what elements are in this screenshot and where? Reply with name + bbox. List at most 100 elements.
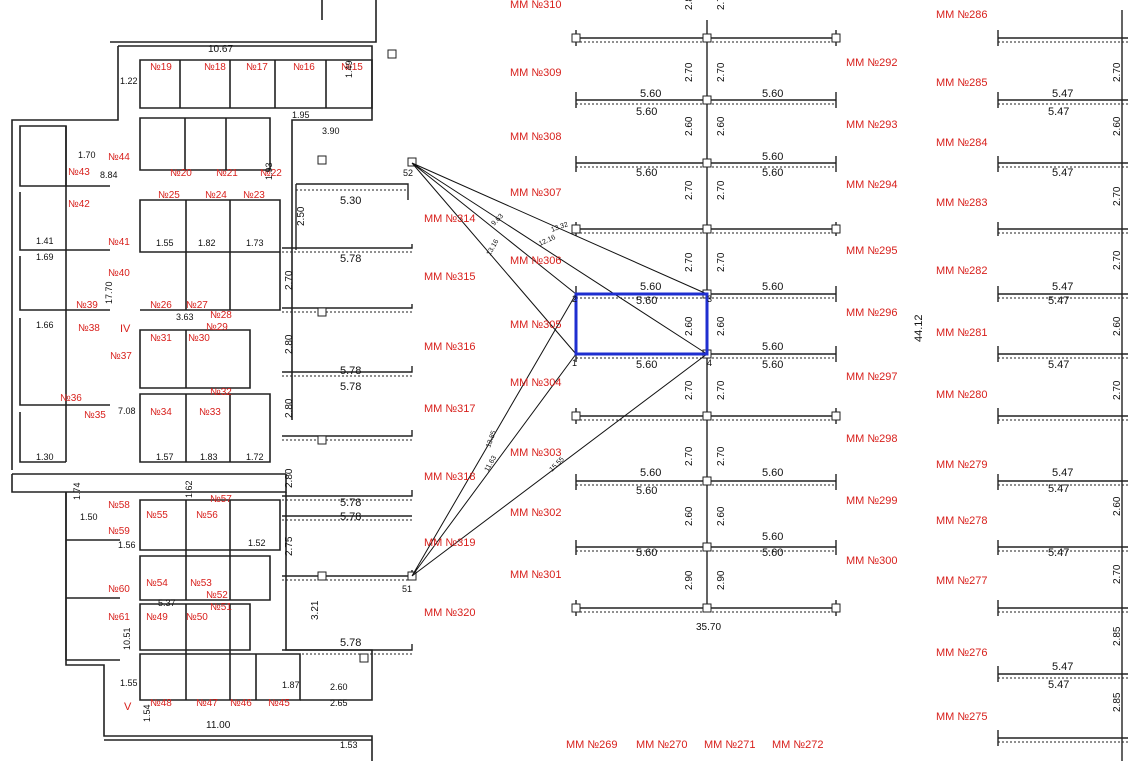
room-label: №29 <box>206 322 228 333</box>
room-label: №60 <box>108 584 130 595</box>
parking-label: ММ №317 <box>424 403 476 415</box>
corner-label: 4 <box>707 358 712 368</box>
dim-label: 5.37 <box>158 598 176 608</box>
dim-label: 1.74 <box>72 482 82 500</box>
dim-label: 2.90 <box>716 570 727 590</box>
room-label: №27 <box>186 300 208 311</box>
room-label: №44 <box>108 152 130 163</box>
room-label: №26 <box>150 300 172 311</box>
room-label: №16 <box>293 62 315 73</box>
dim-label: 5.60 <box>762 547 783 559</box>
room-label: №55 <box>146 510 168 521</box>
dim-label: 1.69 <box>36 252 54 262</box>
room-label: №28 <box>210 310 232 321</box>
dim-label: 5.60 <box>636 359 657 371</box>
dim-label: 2.80 <box>284 334 295 354</box>
dim-label: 1.72 <box>246 452 264 462</box>
dim-label: 5.47 <box>1048 483 1069 495</box>
room-label: №41 <box>108 237 130 248</box>
room-label: №42 <box>68 199 90 210</box>
parking-label: ММ №269 <box>566 739 618 751</box>
corner-label: 1 <box>572 358 577 368</box>
dim-label: 2.60 <box>716 116 727 136</box>
room-label: №24 <box>205 190 227 201</box>
dim-label: 7.08 <box>118 406 136 416</box>
dim-label: 2.70 <box>1112 186 1123 206</box>
room-label: №43 <box>68 167 90 178</box>
dim-label: 17.70 <box>104 281 114 304</box>
parking-label: ММ №276 <box>936 647 988 659</box>
parking-label: ММ №285 <box>936 77 988 89</box>
room-label: №49 <box>146 612 168 623</box>
dim-label: 1.54 <box>142 704 152 722</box>
room-label: №57 <box>210 494 232 505</box>
section-label-v: V <box>124 701 132 713</box>
dim-label: 5.78 <box>340 365 361 377</box>
ray-label: 13.85 <box>485 430 498 449</box>
room-label: №34 <box>150 407 172 418</box>
dim-label: 2.60 <box>1112 496 1123 516</box>
room-label: №37 <box>110 351 132 362</box>
room-label: №40 <box>108 268 130 279</box>
parking-label: ММ №295 <box>846 245 898 257</box>
dim-label: 5.78 <box>340 637 361 649</box>
dim-label: 3.63 <box>176 312 194 322</box>
parking-label: ММ №315 <box>424 271 476 283</box>
dim-label: 3.21 <box>310 600 321 620</box>
dim-label: 2.60 <box>330 682 348 692</box>
ray-label: 13.16 <box>486 238 501 257</box>
dim-label: 5.60 <box>762 359 783 371</box>
parking-label: ММ №282 <box>936 265 988 277</box>
dim-label: 2.60 <box>684 116 695 136</box>
parking-label: ММ №270 <box>636 739 688 751</box>
room-label: №36 <box>60 393 82 404</box>
dim-label: 5.47 <box>1048 106 1069 118</box>
dim-label: 10.51 <box>122 627 132 650</box>
dim-label: 5.60 <box>762 167 783 179</box>
room-label: №58 <box>108 500 130 511</box>
parking-label: ММ №318 <box>424 471 476 483</box>
room-label: №35 <box>84 410 106 421</box>
dim-label: 5.60 <box>636 485 657 497</box>
room-label: №15 <box>341 62 363 73</box>
room-label: №25 <box>158 190 180 201</box>
dim-label: 2.75 <box>284 536 295 556</box>
room-label: №38 <box>78 323 100 334</box>
dim-label: 2.70 <box>1112 250 1123 270</box>
dim-label: 5.47 <box>1048 547 1069 559</box>
dim-label: 5.60 <box>640 467 661 479</box>
dim-label: 1.53 <box>340 740 358 750</box>
parking-label: ММ №297 <box>846 371 898 383</box>
dim-label: 5.60 <box>762 341 783 353</box>
dim-label: 1.57 <box>156 452 174 462</box>
dim-label: 2.70 <box>1112 62 1123 82</box>
dim-label: 2.70 <box>716 380 727 400</box>
parking-label: ММ №304 <box>510 377 562 389</box>
room-label: №51 <box>210 602 232 613</box>
dim-label: 5.47 <box>1052 167 1073 179</box>
dim-label: 1.56 <box>118 540 136 550</box>
dim-label: 2.60 <box>1112 116 1123 136</box>
room-label: №53 <box>190 578 212 589</box>
dim-label: 2.70 <box>716 446 727 466</box>
room-label: №48 <box>150 698 172 709</box>
dim-label: 2.70 <box>716 180 727 200</box>
dim-label: 1.22 <box>120 76 138 86</box>
dim-label: 2.50 <box>296 206 307 226</box>
room-label: №50 <box>186 612 208 623</box>
parking-label: ММ №314 <box>424 213 476 225</box>
parking-label: ММ №278 <box>936 515 988 527</box>
dim-label: 5.60 <box>762 531 783 543</box>
dim-label: 10.67 <box>208 44 233 55</box>
dim-label: 5.47 <box>1052 88 1073 100</box>
dim-label: 2.70 <box>684 180 695 200</box>
corner-label: 2 <box>572 294 577 304</box>
dim-label: 5.47 <box>1048 679 1069 691</box>
dim-label: 5.78 <box>340 497 361 509</box>
dim-label: 2.60 <box>1112 316 1123 336</box>
parking-label: ММ №284 <box>936 137 988 149</box>
dim-label: 5.78 <box>340 381 361 393</box>
dim-label: 2.60 <box>716 316 727 336</box>
corner-label: 3 <box>707 294 712 304</box>
dim-label: 2.60 <box>684 506 695 526</box>
